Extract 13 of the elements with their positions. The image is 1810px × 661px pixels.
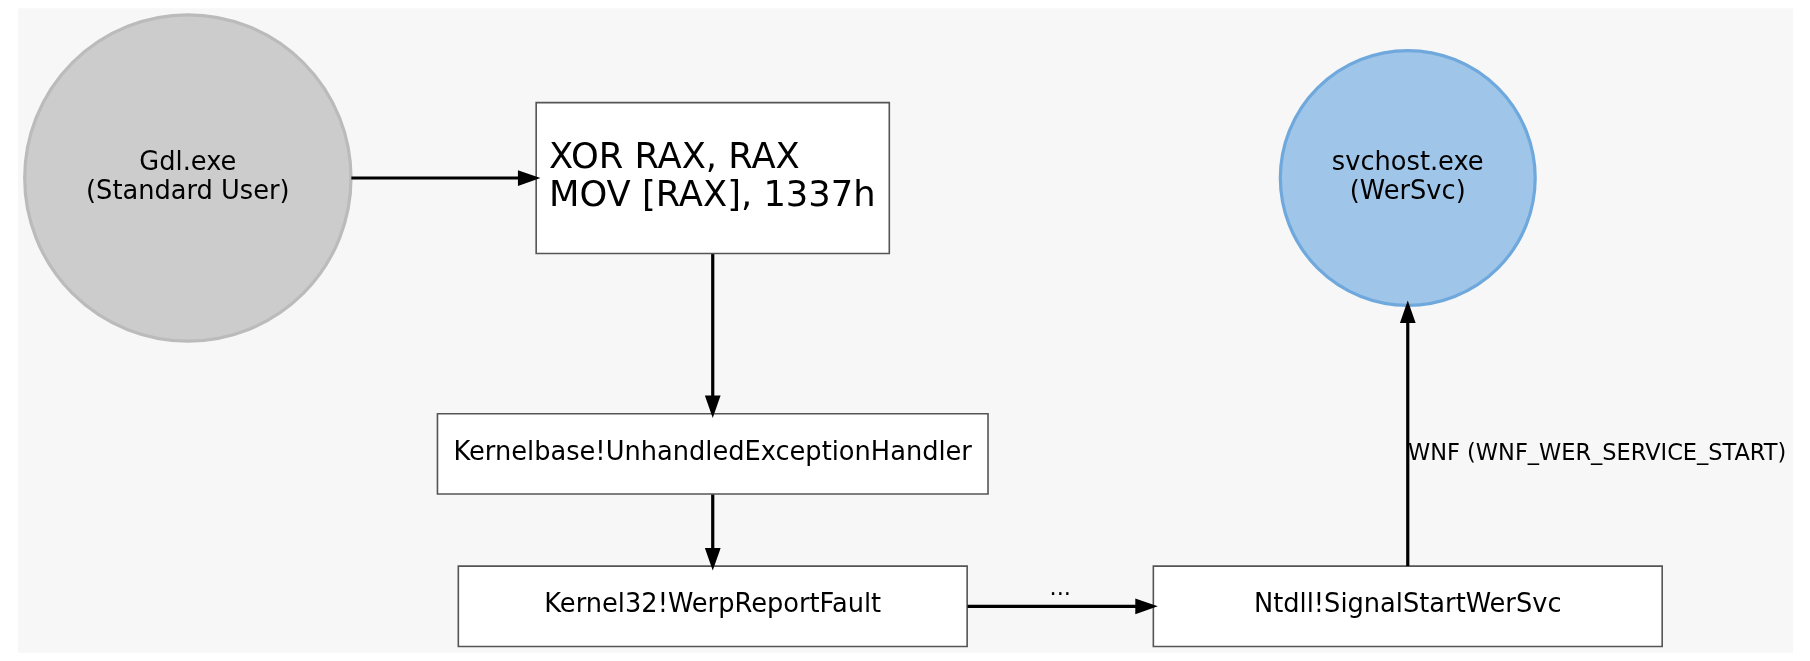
arrow bbox=[704, 254, 721, 418]
node-box: Kernel32!WerpReportFault bbox=[457, 565, 968, 648]
edge-label: WNF (WNF_WER_SERVICE_START) bbox=[1407, 438, 1786, 465]
edge-label: ... bbox=[1049, 574, 1071, 601]
arrow bbox=[350, 170, 540, 186]
node-box: XOR RAX, RAX MOV [RAX], 1337h bbox=[534, 101, 890, 255]
arrow bbox=[967, 598, 1158, 615]
node-box: Kernelbase!UnhandledExceptionHandler bbox=[436, 412, 989, 495]
arrow bbox=[704, 494, 721, 571]
node-box: Ntdll!SignalStartWerSvc bbox=[1152, 565, 1663, 648]
node-circle: svchost.exe (WerSvc) bbox=[1278, 49, 1537, 308]
arrow bbox=[1399, 300, 1416, 566]
node-circle: Gdl.exe (Standard User) bbox=[22, 13, 353, 343]
